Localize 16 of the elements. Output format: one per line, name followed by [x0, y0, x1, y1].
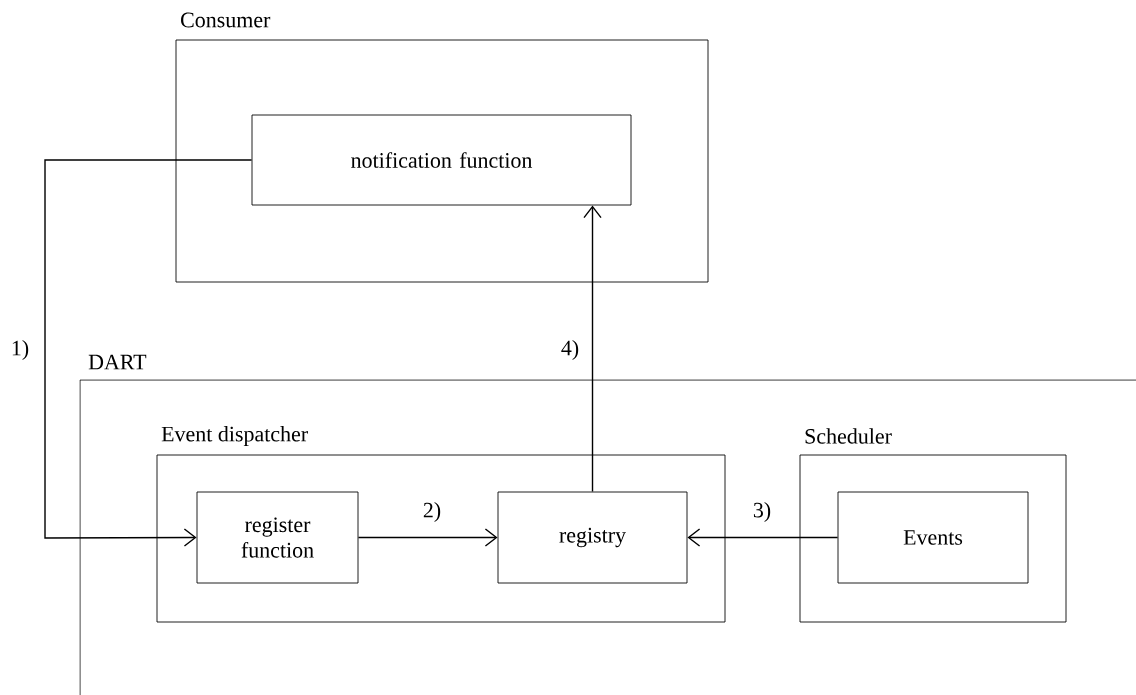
box-heading: Event dispatcher — [161, 426, 308, 446]
process-box: registry — [497, 491, 688, 584]
box-heading: Scheduler — [805, 428, 892, 444]
arrow — [687, 528, 839, 547]
process-box: register function — [196, 491, 359, 584]
arrow — [357, 528, 498, 547]
arrow — [44, 159, 253, 547]
edge-label: 4) — [559, 338, 581, 362]
box-heading: DART — [88, 354, 147, 370]
process-box: Events — [837, 491, 1029, 584]
edge-label: 3) — [751, 500, 773, 524]
box-heading: Consumer — [181, 12, 271, 28]
edge-label: 1) — [9, 338, 31, 362]
process-box: notification function — [251, 114, 632, 206]
arrow — [583, 205, 602, 493]
edge-label: 2) — [421, 500, 443, 524]
